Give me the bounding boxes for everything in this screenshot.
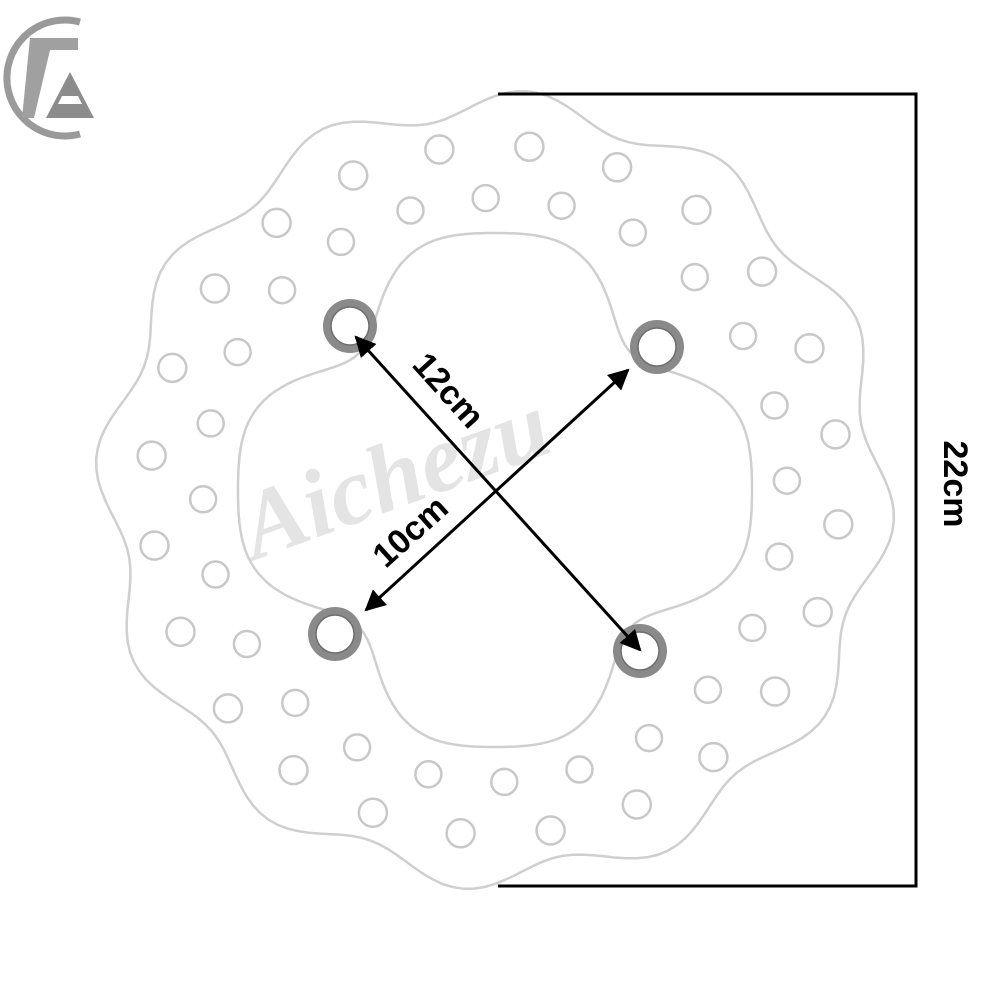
vent-hole <box>326 227 356 257</box>
vent-hole <box>337 160 369 191</box>
vent-hole <box>547 191 576 220</box>
vent-hole <box>746 256 778 287</box>
vent-hole <box>280 688 310 718</box>
vent-hole <box>342 733 372 762</box>
vent-hole <box>201 560 230 589</box>
vent-hole <box>621 789 653 820</box>
vent-hole <box>514 131 545 162</box>
vent-hole <box>490 767 519 797</box>
vent-hole <box>278 754 309 786</box>
vent-hole <box>794 332 825 364</box>
bolt-hole <box>630 320 684 374</box>
vent-hole <box>139 530 170 561</box>
vent-hole <box>445 818 476 849</box>
vent-hole <box>188 485 218 514</box>
vent-hole <box>601 152 633 183</box>
vent-hole <box>223 337 252 367</box>
vent-hole <box>698 741 729 773</box>
vent-hole <box>199 273 231 304</box>
vent-hole <box>565 755 594 784</box>
vent-hole <box>823 509 854 540</box>
vent-hole <box>157 352 188 384</box>
vent-hole <box>738 613 767 643</box>
vent-hole <box>424 134 455 165</box>
vent-hole <box>820 419 851 450</box>
bolt-hole <box>613 624 667 678</box>
vent-hole <box>196 409 225 438</box>
vent-hole <box>772 466 802 495</box>
vent-hole <box>396 196 425 225</box>
vent-hole <box>759 676 791 707</box>
vent-hole <box>681 194 712 226</box>
bolt-hole <box>308 607 362 661</box>
vent-hole <box>261 207 292 239</box>
vent-hole <box>765 542 794 571</box>
bolt-hole <box>323 299 377 353</box>
vent-hole <box>165 616 196 648</box>
za-logo-icon <box>3 16 94 140</box>
vent-hole <box>693 675 723 705</box>
vent-holes <box>136 131 854 849</box>
vent-hole <box>728 321 758 351</box>
vent-hole <box>680 262 710 292</box>
vent-hole <box>802 596 833 628</box>
vent-hole <box>760 391 789 420</box>
vent-hole <box>414 760 443 789</box>
vent-hole <box>267 275 297 305</box>
vent-hole <box>535 815 566 846</box>
diameter-label: 22cm <box>936 441 974 528</box>
vent-hole <box>618 218 648 247</box>
bolt-spacing-arrow <box>364 368 630 612</box>
diameter-bracket <box>498 92 918 888</box>
vent-hole <box>634 723 664 753</box>
vent-hole <box>471 183 500 213</box>
vent-hole <box>212 693 244 724</box>
vent-hole <box>232 629 262 659</box>
vent-hole <box>136 440 167 471</box>
vent-hole <box>357 797 389 828</box>
